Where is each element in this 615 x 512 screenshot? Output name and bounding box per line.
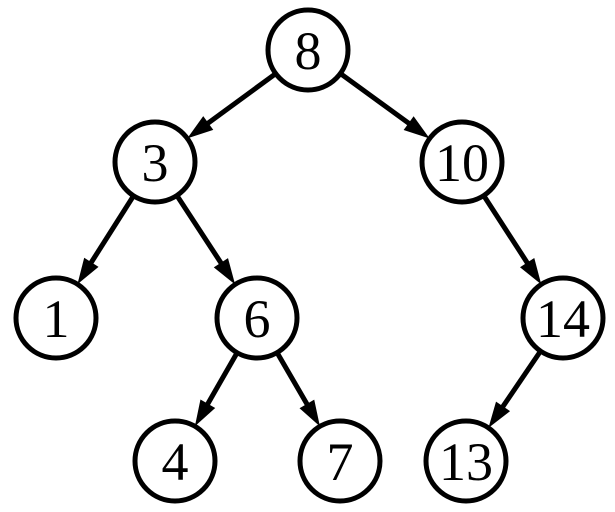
node-circle	[132, 418, 218, 504]
tree-edge	[488, 349, 543, 428]
tree-node[interactable]: 1	[13, 275, 99, 361]
node-label: 14	[536, 289, 590, 349]
tree-node[interactable]: 14	[520, 275, 606, 361]
arrowhead-icon	[187, 116, 214, 139]
edge-line	[203, 71, 278, 128]
nodes-layer: 8 3 10 1 6 14 4 7 13	[13, 7, 606, 504]
node-label: 3	[142, 133, 169, 193]
edge-line	[87, 194, 136, 267]
edge-line	[481, 194, 532, 268]
node-circle	[297, 418, 383, 504]
tree-edge	[187, 71, 278, 139]
tree-edge	[194, 351, 240, 427]
node-circle	[13, 275, 99, 361]
node-circle	[265, 7, 351, 93]
node-circle	[214, 275, 300, 361]
edge-line	[338, 71, 414, 128]
node-label: 4	[162, 432, 189, 492]
tree-node[interactable]: 8	[265, 7, 351, 93]
tree-edge	[481, 194, 542, 285]
tree-node[interactable]: 7	[297, 418, 383, 504]
tree-edge	[338, 71, 430, 139]
node-circle	[520, 275, 606, 361]
arrowhead-icon	[194, 399, 216, 427]
node-label: 13	[439, 432, 493, 492]
tree-node[interactable]: 3	[112, 119, 198, 205]
node-label: 1	[43, 289, 70, 349]
arrowhead-icon	[77, 257, 99, 285]
arrowhead-icon	[520, 257, 542, 285]
tree-node[interactable]: 4	[132, 418, 218, 504]
edge-line	[174, 194, 226, 268]
node-label: 8	[295, 21, 322, 81]
node-label: 6	[244, 289, 271, 349]
edge-line	[274, 351, 312, 409]
arrowhead-icon	[299, 399, 320, 427]
tree-node[interactable]: 6	[214, 275, 300, 361]
tree-node[interactable]: 10	[419, 119, 505, 205]
arrowhead-icon	[488, 401, 511, 428]
node-label: 10	[435, 133, 489, 193]
node-circle	[423, 418, 509, 504]
edges-layer	[77, 71, 543, 428]
arrowhead-icon	[213, 258, 236, 285]
edge-line	[498, 349, 543, 412]
tree-edge	[274, 351, 320, 427]
node-circle	[112, 119, 198, 205]
edge-line	[203, 351, 240, 409]
node-circle	[419, 119, 505, 205]
tree-edge	[77, 194, 136, 285]
tree-edge	[174, 194, 236, 285]
node-label: 7	[327, 432, 354, 492]
arrowhead-icon	[403, 116, 430, 139]
tree-node[interactable]: 13	[423, 418, 509, 504]
